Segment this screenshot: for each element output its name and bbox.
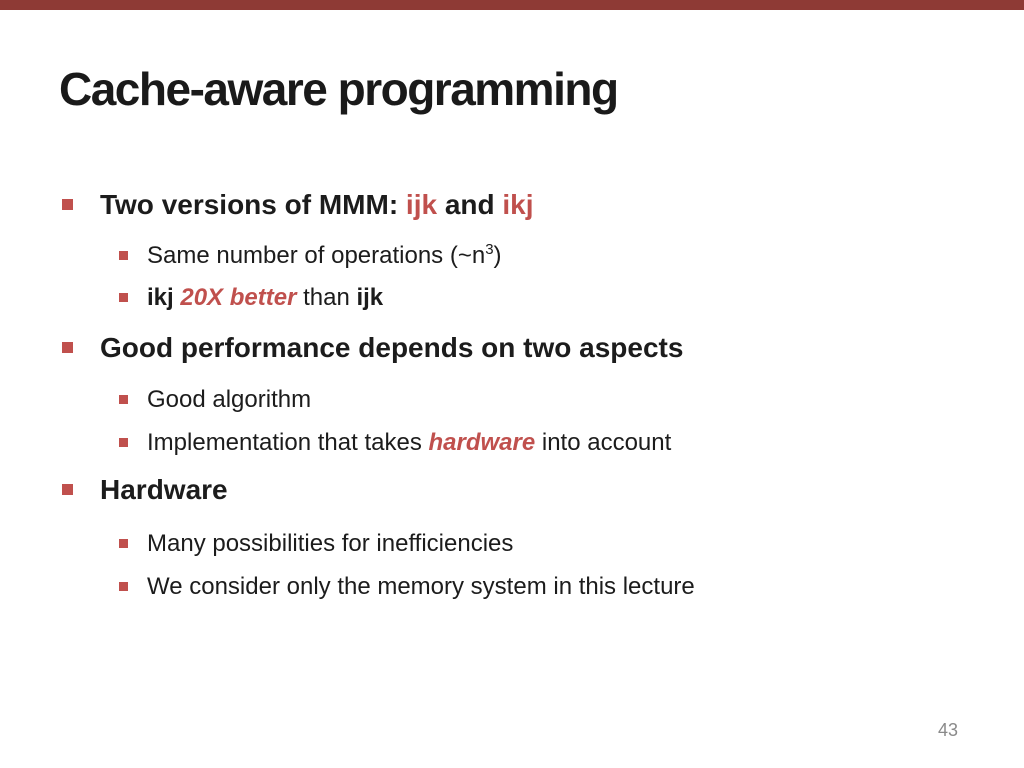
text-segment: into account (535, 429, 672, 456)
bullet-text: Good performance depends on two aspects (100, 332, 683, 364)
text-segment: Good performance depends on two aspects (100, 332, 684, 363)
text-segment: and (437, 189, 503, 220)
page-title: Cache-aware programming (59, 63, 619, 115)
bullet-item-inefficiencies: Many possibilities for inefficiencies (119, 530, 513, 558)
page-number: 43 (938, 720, 959, 740)
bullet-item-two-versions: Two versions of MMM: ijk and ikj (62, 189, 534, 221)
text-segment: Implementation that takes (147, 429, 429, 456)
bullet-text: Good algorithm (147, 386, 311, 414)
bullet-square-icon (119, 539, 128, 548)
bullet-item-same-operations: Same number of operations (~n3) (119, 241, 502, 270)
bullet-text: Two versions of MMM: ijk and ikj (100, 189, 534, 221)
bullet-item-good-algorithm: Good algorithm (119, 386, 311, 414)
bullet-item-memory-system: We consider only the memory system in th… (119, 573, 695, 601)
text-segment: Many possibilities for inefficiencies (147, 530, 514, 557)
text-segment-bold: ikj (147, 284, 181, 311)
text-segment-bold: ijk (356, 284, 384, 311)
text-segment: Hardware (100, 474, 228, 505)
bullet-text: ikj 20X better than ijk (147, 284, 383, 312)
text-segment-red-italic: hardware (428, 429, 536, 456)
slide-top-bar (0, 0, 1024, 10)
text-segment-red-italic: 20X better (180, 284, 297, 311)
text-segment: Good algorithm (147, 386, 312, 413)
bullet-square-icon (119, 438, 128, 447)
text-segment: Two versions of MMM: (100, 189, 406, 220)
bullet-item-good-performance: Good performance depends on two aspects (62, 332, 683, 364)
bullet-item-implementation: Implementation that takes hardware into … (119, 429, 671, 457)
bullet-item-hardware: Hardware (62, 474, 228, 506)
bullet-square-icon (62, 199, 73, 210)
bullet-text: Hardware (100, 474, 228, 506)
bullet-text: Same number of operations (~n3) (147, 241, 502, 270)
text-segment-red: ikj (502, 189, 534, 220)
superscript: 3 (485, 241, 494, 258)
text-segment: ) (493, 242, 502, 269)
bullet-text: Many possibilities for inefficiencies (147, 530, 513, 558)
bullet-square-icon (119, 395, 128, 404)
bullet-text: We consider only the memory system in th… (147, 573, 695, 601)
bullet-square-icon (119, 582, 128, 591)
bullet-square-icon (119, 293, 128, 302)
bullet-square-icon (62, 342, 73, 353)
text-segment: Same number of operations (~n (147, 242, 486, 269)
text-segment: than (296, 284, 357, 311)
bullet-square-icon (119, 251, 128, 260)
bullet-square-icon (62, 484, 73, 495)
text-segment-red: ijk (405, 189, 438, 220)
text-segment: We consider only the memory system in th… (147, 573, 695, 600)
bullet-item-ikj-better: ikj 20X better than ijk (119, 284, 383, 312)
bullet-text: Implementation that takes hardware into … (147, 429, 671, 457)
